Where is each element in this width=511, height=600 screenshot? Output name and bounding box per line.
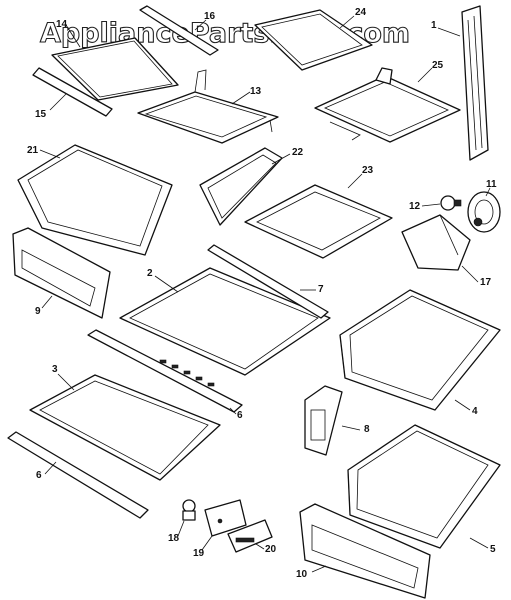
part-18-knob[interactable]: 18 [168,499,196,544]
part-2-shelf[interactable]: 2 [119,267,331,376]
callout-16: 16 [204,11,216,22]
part-19-control-bracket[interactable]: 19 [193,499,247,559]
callout-12: 12 [409,201,421,212]
part-3-shelf[interactable]: 3 [29,364,221,481]
part-6-front-trim-lower[interactable]: 6 [7,431,149,519]
part-16-trim-bar[interactable]: 16 [139,5,219,56]
callout-2: 2 [147,268,153,279]
callout-11: 11 [486,179,497,190]
callout-21: 21 [27,145,39,156]
callout-24: 24 [355,7,367,18]
part-22-bin[interactable]: 22 [199,147,304,226]
callout-7: 7 [318,284,324,295]
callout-20: 20 [265,544,277,555]
part-5-drawer[interactable]: 5 [347,424,501,555]
callout-14: 14 [56,19,68,30]
callout-1: 1 [431,20,437,31]
callout-23: 23 [362,165,374,176]
part-21-drawer[interactable]: 21 [17,144,173,256]
callout-10: 10 [296,569,308,580]
part-25-shelf-assembly[interactable]: 25 [314,60,461,143]
callout-15: 15 [35,109,47,120]
callout-22: 22 [292,147,304,158]
callout-4: 4 [472,406,478,417]
part-4-drawer[interactable]: 4 [339,289,501,417]
part-20-control-plate[interactable]: 20 [227,519,277,555]
callout-9: 9 [35,306,41,317]
part-6-front-trim-upper[interactable]: 6 [87,329,243,421]
callout-6-upper: 6 [237,410,243,421]
callout-8: 8 [364,424,370,435]
part-7-trim-bar[interactable]: 7 [207,244,329,319]
part-17-light-cover[interactable]: 17 [401,214,492,288]
callout-19: 19 [193,548,205,559]
callout-17: 17 [480,277,492,288]
part-1-shelf-rail[interactable]: 1 [431,5,489,161]
part-23-shelf[interactable]: 23 [244,165,393,259]
callout-13: 13 [250,86,262,97]
part-10-drawer-front[interactable]: 10 [296,503,431,599]
part-14-shelf[interactable]: 14 [51,19,179,101]
part-8-bin[interactable]: 8 [304,385,370,456]
part-12-light-bulb[interactable]: 12 [409,195,462,212]
part-11-light-socket[interactable]: 11 [467,179,501,233]
part-9-drawer-front[interactable]: 9 [12,227,111,319]
callout-5: 5 [490,544,496,555]
callout-25: 25 [432,60,444,71]
callout-3: 3 [52,364,58,375]
part-24-shelf[interactable]: 24 [254,7,373,71]
callout-6-lower: 6 [36,470,42,481]
part-13-shelf-frame[interactable]: 13 [137,69,279,144]
callout-18: 18 [168,533,180,544]
part-15-trim-bar[interactable]: 15 [32,67,113,120]
